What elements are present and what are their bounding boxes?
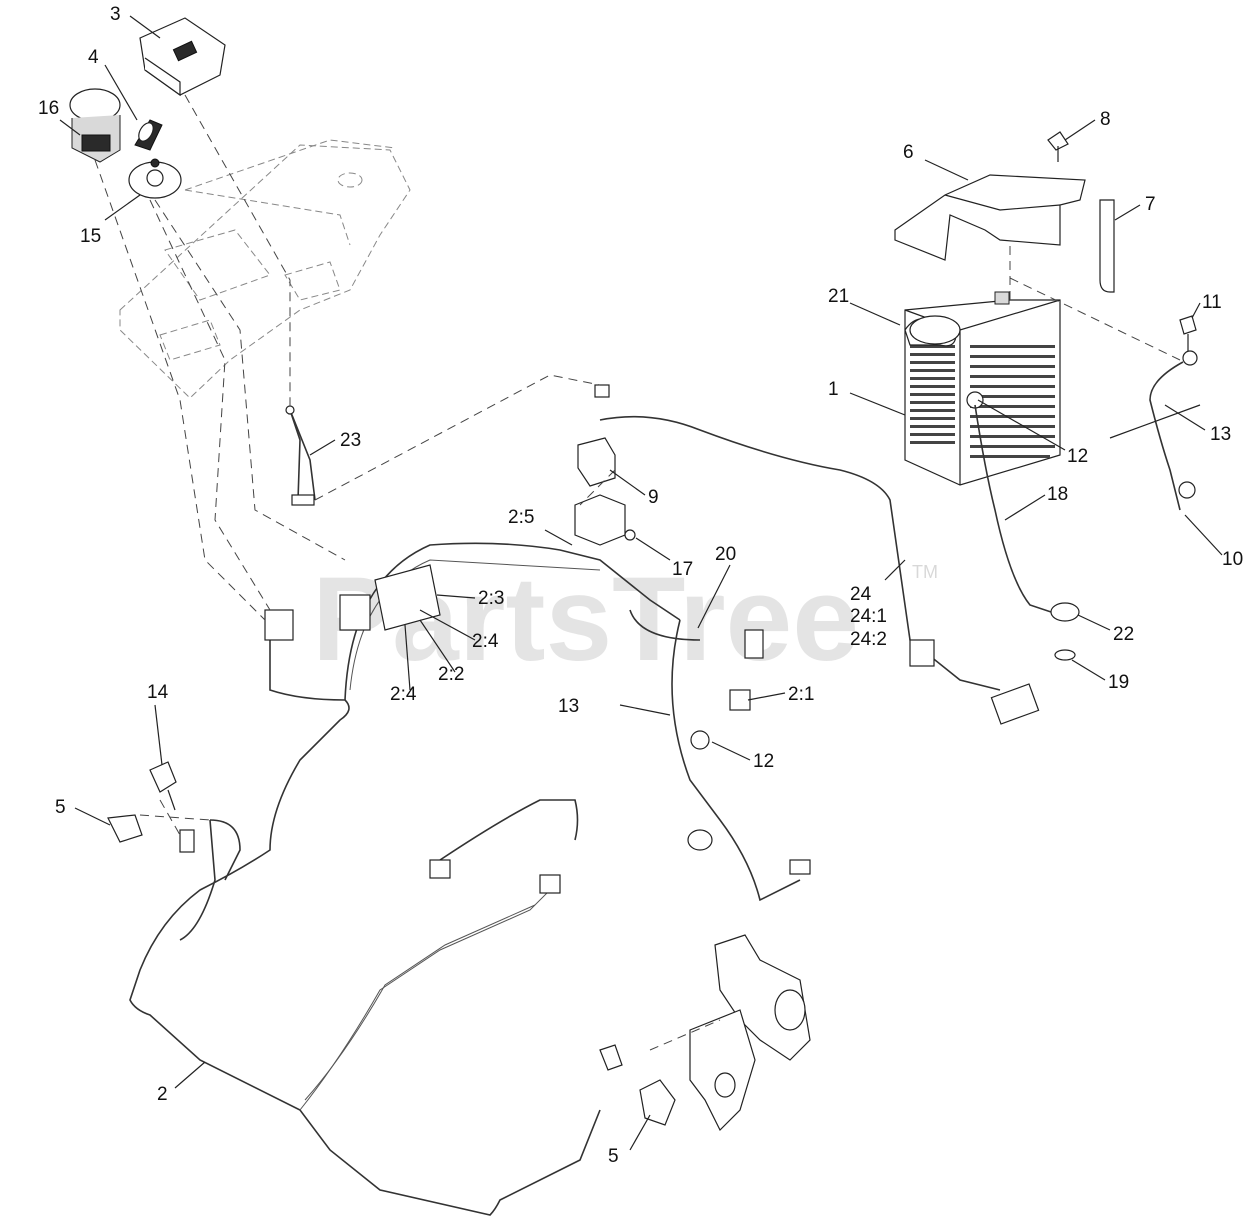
callout-22: 22	[1113, 624, 1134, 645]
callout-15: 15	[80, 226, 101, 247]
terminal-bolt	[1179, 315, 1197, 352]
relay	[574, 437, 636, 546]
callout-21: 21	[828, 286, 849, 307]
hold-down-rod	[1099, 199, 1115, 293]
callout-24: 24	[850, 584, 872, 605]
callout-13-battery: 13	[1210, 424, 1231, 445]
callout-12-harness: 12	[753, 751, 774, 772]
callout-3: 3	[110, 4, 121, 25]
ignition-key-icon	[134, 119, 163, 151]
seat-switch	[149, 761, 177, 811]
callout-7: 7	[1145, 194, 1156, 215]
callout-2-5: 2:5	[508, 507, 534, 528]
callout-10: 10	[1222, 549, 1243, 570]
main-wire-harness	[129, 384, 1040, 1216]
callout-6: 6	[903, 142, 914, 163]
callout-1: 1	[828, 379, 839, 400]
battery	[904, 291, 1061, 486]
callout-12-battery: 12	[1067, 446, 1088, 467]
callout-leader-lines	[59, 15, 1223, 1151]
callout-2: 2	[157, 1084, 168, 1105]
interlock-switch-lower	[599, 1044, 676, 1126]
callout-23: 23	[340, 430, 361, 451]
callout-11: 11	[1202, 292, 1222, 313]
callout-9: 9	[648, 487, 659, 508]
watermark-trademark: TM	[912, 562, 938, 582]
callout-2-4-left: 2:4	[390, 684, 417, 705]
brake-pedal-bracket	[689, 934, 811, 1132]
callout-19: 19	[1108, 672, 1129, 693]
interlock-switch-upper	[107, 814, 143, 843]
callout-18: 18	[1047, 484, 1068, 505]
callout-17: 17	[672, 559, 693, 580]
callout-24-1: 24:1	[850, 606, 887, 627]
control-module	[139, 17, 226, 97]
callout-24-2: 24:2	[850, 629, 887, 650]
callout-8: 8	[1100, 109, 1111, 130]
callout-5-lower: 5	[608, 1146, 619, 1167]
callout-14: 14	[147, 682, 169, 703]
dashed-association-lines	[94, 94, 1181, 1051]
harness-jumper	[285, 405, 316, 506]
callout-4: 4	[88, 47, 99, 68]
dash-panel-ghost	[119, 139, 411, 399]
positive-battery-cable	[966, 391, 1080, 661]
callout-labels: 3 4 16 15 6 8 7 21 1 11 13 12 18 10 22 1…	[38, 4, 1243, 1167]
callout-2-4-right: 2:4	[472, 631, 499, 652]
pto-switch	[69, 88, 121, 163]
negative-battery-cable	[1109, 350, 1201, 511]
callout-2-2: 2:2	[438, 664, 464, 685]
callout-2-1: 2:1	[788, 684, 814, 705]
callout-13-harness: 13	[558, 696, 579, 717]
callout-20: 20	[715, 544, 736, 565]
callout-5-upper: 5	[55, 797, 66, 818]
ignition-switch	[128, 158, 182, 199]
wing-nut	[1047, 131, 1069, 162]
battery-cover	[894, 174, 1086, 261]
callout-16: 16	[38, 98, 59, 119]
callout-2-3: 2:3	[478, 588, 504, 609]
